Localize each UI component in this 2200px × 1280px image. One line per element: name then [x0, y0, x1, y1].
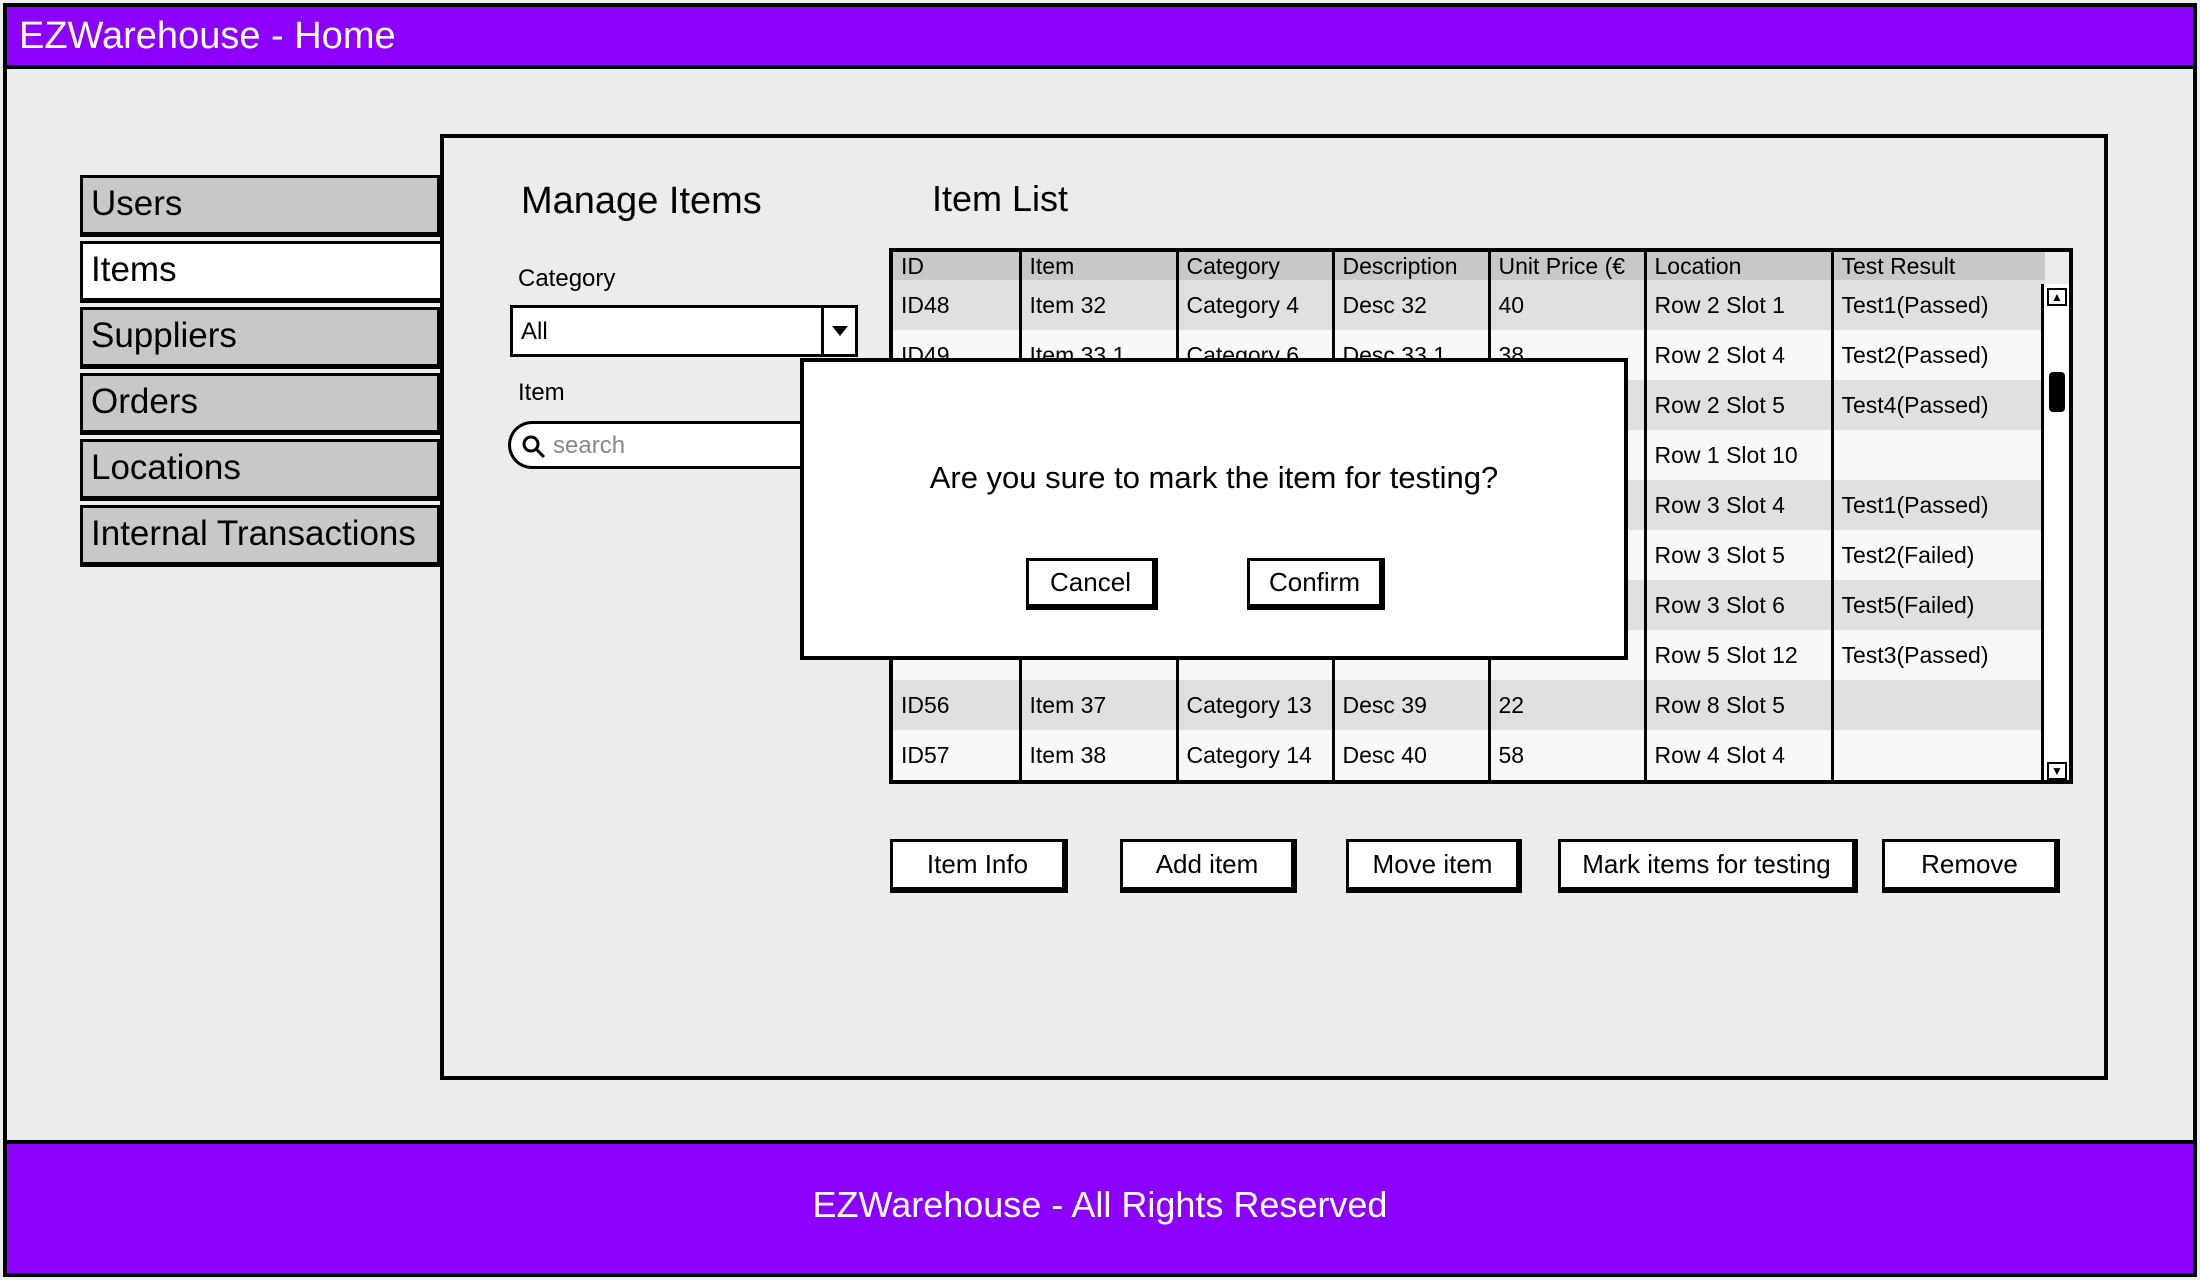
- cell-unit-price: 58: [1487, 730, 1645, 780]
- category-select[interactable]: All: [510, 305, 858, 357]
- cell-location: Row 3 Slot 4: [1643, 480, 1832, 530]
- cell-test-result: [1830, 680, 2045, 730]
- column-header-item[interactable]: Item: [1018, 252, 1177, 280]
- add-item-button[interactable]: Add item: [1120, 839, 1297, 893]
- category-select-value: All: [521, 318, 548, 345]
- cell-test-result: Test5(Failed): [1830, 580, 2045, 630]
- table-header-row: ID Item Category Description Unit Price …: [893, 252, 2045, 280]
- cell-location: Row 1 Slot 10: [1643, 430, 1832, 480]
- search-input[interactable]: [553, 430, 813, 462]
- sidebar-item-items[interactable]: Items: [80, 241, 440, 303]
- header-bar: EZWarehouse - Home: [3, 3, 2197, 69]
- footer-bar: EZWarehouse - All Rights Reserved: [3, 1140, 2197, 1277]
- column-header-description[interactable]: Description: [1331, 252, 1489, 280]
- cell-id: ID48: [893, 280, 1020, 330]
- cell-location: Row 8 Slot 5: [1643, 680, 1832, 730]
- cell-location: Row 3 Slot 6: [1643, 580, 1832, 630]
- cell-location: Row 5 Slot 12: [1643, 630, 1832, 680]
- cell-category: Category 13: [1175, 680, 1333, 730]
- cell-id: ID57: [893, 730, 1020, 780]
- scroll-down-icon[interactable]: ▼: [2047, 762, 2067, 780]
- item-label: Item: [518, 379, 565, 406]
- confirm-button[interactable]: Confirm: [1247, 558, 1385, 610]
- cell-item: Item 38: [1018, 730, 1177, 780]
- sidebar-item-users[interactable]: Users: [80, 175, 442, 237]
- chevron-down-icon[interactable]: [821, 308, 855, 354]
- cell-location: Row 3 Slot 5: [1643, 530, 1832, 580]
- item-list-title: Item List: [932, 178, 1069, 219]
- cell-unit-price: 40: [1487, 280, 1645, 330]
- footer-text: EZWarehouse - All Rights Reserved: [812, 1184, 1388, 1225]
- cell-description: Desc 40: [1331, 730, 1489, 780]
- cell-test-result: Test4(Passed): [1830, 380, 2045, 430]
- cell-test-result: Test2(Passed): [1830, 330, 2045, 380]
- move-item-button[interactable]: Move item: [1346, 839, 1522, 893]
- confirm-dialog: Are you sure to mark the item for testin…: [800, 358, 1628, 660]
- cell-unit-price: 22: [1487, 680, 1645, 730]
- category-label: Category: [518, 265, 616, 292]
- scroll-up-icon[interactable]: ▲: [2047, 288, 2067, 306]
- cell-location: Row 4 Slot 4: [1643, 730, 1832, 780]
- sidebar-item-orders[interactable]: Orders: [80, 373, 442, 435]
- scroll-thumb[interactable]: [2049, 372, 2065, 412]
- cell-test-result: Test3(Passed): [1830, 630, 2045, 680]
- sidebar-item-suppliers[interactable]: Suppliers: [80, 307, 442, 369]
- column-header-unit-price[interactable]: Unit Price (€: [1487, 252, 1645, 280]
- page-title: Manage Items: [521, 180, 762, 222]
- cell-id: ID56: [893, 680, 1020, 730]
- item-info-button[interactable]: Item Info: [890, 839, 1068, 893]
- cell-location: Row 2 Slot 4: [1643, 330, 1832, 380]
- cell-test-result: [1830, 730, 2045, 780]
- search-icon: [522, 435, 546, 459]
- sidebar-item-internal-transactions[interactable]: Internal Transactions: [80, 505, 442, 567]
- cell-location: Row 2 Slot 1: [1643, 280, 1832, 330]
- cell-item: Item 37: [1018, 680, 1177, 730]
- cell-category: Category 14: [1175, 730, 1333, 780]
- table-scrollbar[interactable]: ▲ ▼: [2041, 284, 2069, 780]
- column-header-test-result[interactable]: Test Result: [1830, 252, 2045, 280]
- column-header-location[interactable]: Location: [1643, 252, 1832, 280]
- app-title: EZWarehouse - Home: [19, 15, 396, 57]
- cell-description: Desc 39: [1331, 680, 1489, 730]
- remove-button[interactable]: Remove: [1882, 839, 2060, 893]
- cell-test-result: Test1(Passed): [1830, 280, 2045, 330]
- cell-test-result: Test2(Failed): [1830, 530, 2045, 580]
- cancel-button[interactable]: Cancel: [1026, 558, 1158, 610]
- cell-test-result: [1830, 430, 2045, 480]
- column-header-id[interactable]: ID: [893, 252, 1020, 280]
- search-box[interactable]: [508, 421, 828, 469]
- cell-description: Desc 32: [1331, 280, 1489, 330]
- cell-location: Row 2 Slot 5: [1643, 380, 1832, 430]
- mark-items-for-testing-button[interactable]: Mark items for testing: [1558, 839, 1858, 893]
- column-header-category[interactable]: Category: [1175, 252, 1333, 280]
- dialog-message: Are you sure to mark the item for testin…: [929, 460, 1499, 495]
- cell-item: Item 32: [1018, 280, 1177, 330]
- cell-category: Category 4: [1175, 280, 1333, 330]
- cell-test-result: Test1(Passed): [1830, 480, 2045, 530]
- sidebar-item-locations[interactable]: Locations: [80, 439, 442, 501]
